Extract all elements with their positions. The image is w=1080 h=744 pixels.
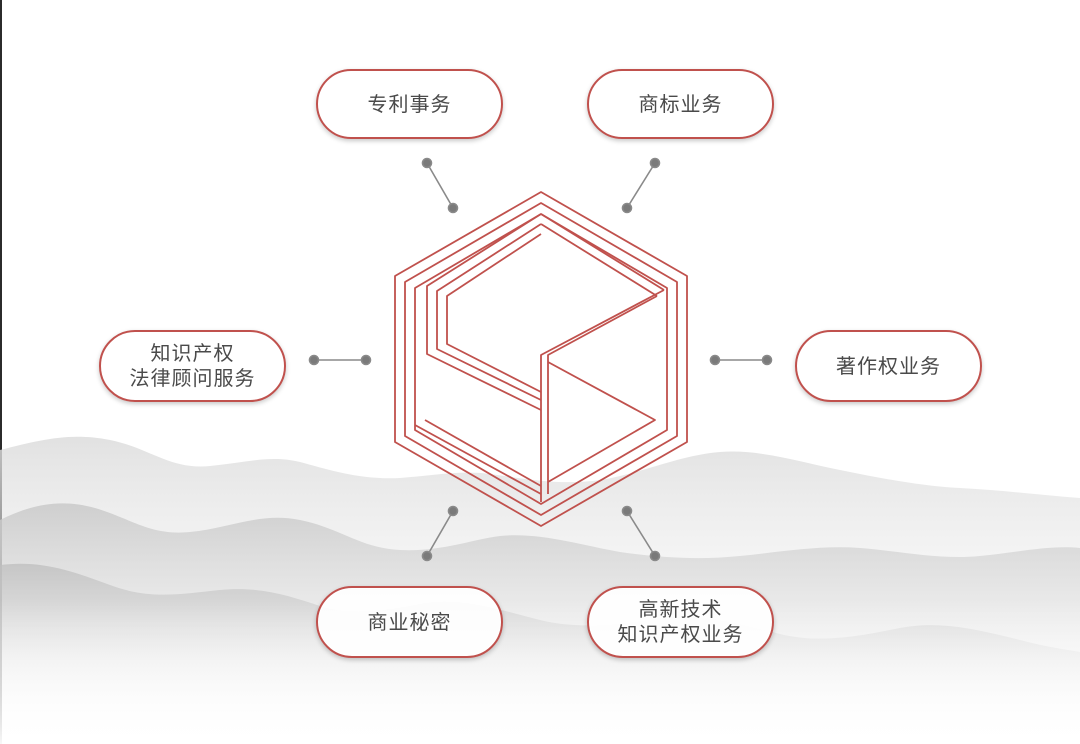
connector-trade-secret bbox=[421, 505, 459, 562]
node-patent: 专利事务 bbox=[316, 69, 503, 139]
connector-ip-legal bbox=[308, 354, 372, 366]
connector-patent bbox=[421, 157, 459, 214]
node-ip-legal-label-line-2: 法律顾问服务 bbox=[129, 366, 256, 390]
node-ip-legal: 知识产权 法律顾问服务 bbox=[99, 330, 286, 402]
node-trade-secret-label: 商业秘密 bbox=[367, 609, 452, 634]
node-trademark-label: 商标业务 bbox=[638, 91, 723, 116]
left-border-line bbox=[0, 0, 2, 744]
node-hitech-label-line-1: 高新技术 bbox=[638, 597, 723, 621]
connectors bbox=[308, 157, 773, 562]
node-patent-label: 专利事务 bbox=[367, 91, 452, 116]
node-copyright-label: 著作权业务 bbox=[836, 353, 941, 378]
hexagon-cube-logo-icon bbox=[394, 191, 688, 527]
node-trade-secret: 商业秘密 bbox=[316, 586, 503, 658]
mist-overlay bbox=[0, 600, 1080, 744]
connector-hitech bbox=[621, 505, 661, 562]
node-hitech-label-line-2: 知识产权业务 bbox=[617, 622, 744, 646]
node-ip-legal-label-line-1: 知识产权 bbox=[150, 341, 235, 365]
connector-trademark bbox=[621, 157, 661, 214]
connector-copyright bbox=[709, 354, 773, 366]
node-copyright: 著作权业务 bbox=[795, 330, 982, 402]
node-hitech: 高新技术 知识产权业务 bbox=[587, 586, 774, 658]
node-trademark: 商标业务 bbox=[587, 69, 774, 139]
